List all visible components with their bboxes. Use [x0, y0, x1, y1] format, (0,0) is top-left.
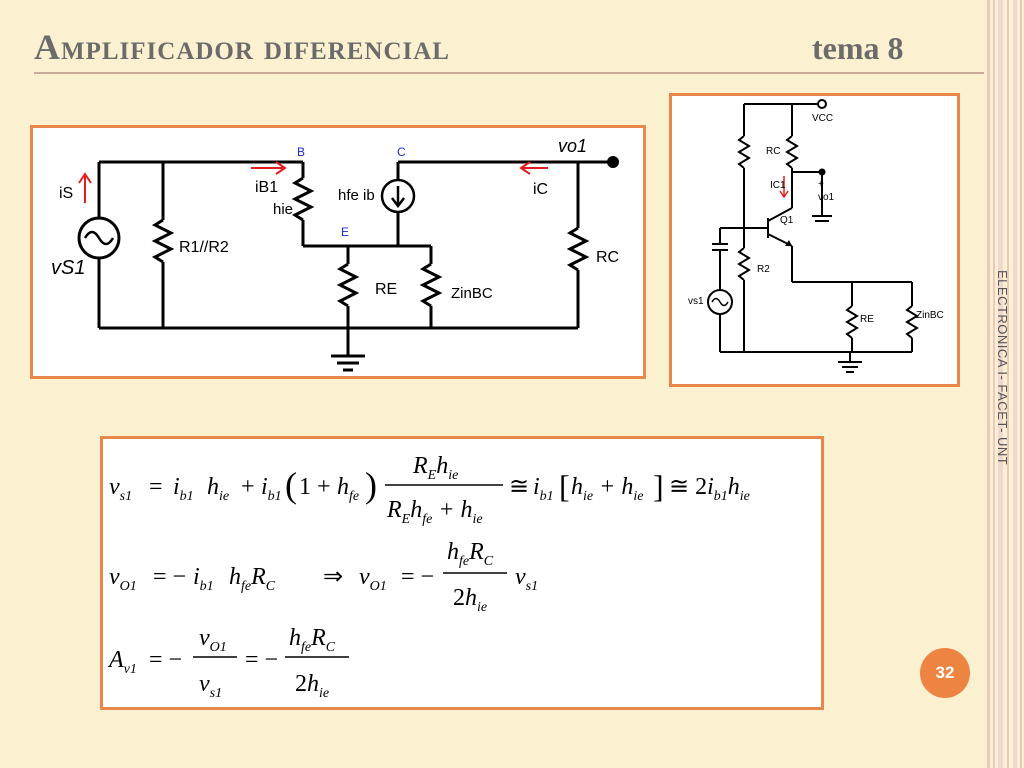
svg-text:hfe: hfe — [337, 474, 359, 504]
svg-text:2hie: 2hie — [453, 585, 487, 615]
full-circuit: VCC RC IC1 + vo1 Q1 R2 vs1 RE ZinBC — [688, 99, 944, 373]
node-e: E — [341, 225, 349, 239]
svg-text:vs1: vs1 — [109, 474, 132, 504]
svg-text:⇒: ⇒ — [323, 564, 343, 590]
svg-text:vO1: vO1 — [359, 564, 387, 594]
label-ic: iC — [533, 181, 548, 198]
svg-text:): ) — [365, 465, 377, 505]
svg-text:= −: = − — [149, 647, 182, 673]
equation-3: Av1 = − vO1 vs1 = − hfeRC 2hie — [107, 625, 349, 701]
svg-text:(: ( — [285, 465, 297, 505]
svg-text:REhie: REhie — [412, 453, 458, 483]
svg-text:hie: hie — [207, 474, 229, 504]
label-is: iS — [59, 185, 73, 202]
svg-text:ib1: ib1 — [533, 474, 554, 504]
label-hfe-ib: hfe ib — [338, 187, 375, 204]
svg-text:hfeRC: hfeRC — [229, 564, 276, 594]
small-signal-circuit: iS vS1 R1//R2 iB1 hie B C E hfe ib RE Zi… — [51, 136, 619, 372]
node-c: C — [397, 145, 406, 159]
svg-text:ib1: ib1 — [173, 474, 194, 504]
slide-title: Amplificador diferencial — [34, 27, 450, 67]
label-hie: hie — [273, 201, 293, 218]
title-divider — [34, 72, 984, 74]
svg-text:2hie: 2hie — [295, 671, 329, 701]
label-zinbc: ZinBC — [451, 285, 493, 302]
label-vs1-full: vs1 — [688, 296, 704, 307]
label-re-full: RE — [860, 314, 874, 325]
equations-box: vs1 = ib1 hie + ib1 (1 + hfe) RE hie / (… — [100, 436, 824, 710]
ground-icon — [331, 354, 365, 372]
svg-text:≅: ≅ — [509, 474, 529, 500]
equation-2: vO1 = − ib1 hfeRC ⇒ vO1 = − hfeRC 2hie v… — [109, 539, 538, 615]
decorative-stripes — [983, 0, 1024, 768]
svg-text:REhfe + hie: REhfe + hie — [386, 497, 483, 527]
label-r1r2: R1//R2 — [179, 239, 229, 256]
equations-render: vs1 = ib1 hie + ib1 ( 1 + hfe ) REhie RE… — [107, 453, 750, 701]
svg-text:ib1: ib1 — [261, 474, 282, 504]
svg-text:[: [ — [559, 468, 570, 504]
full-circuit-box: VCC RC IC1 + vo1 Q1 R2 vs1 RE ZinBC — [669, 93, 960, 387]
label-rc: RC — [596, 249, 619, 266]
page-number-badge: 32 — [920, 648, 970, 698]
slide-topic: tema 8 — [812, 30, 904, 66]
label-r2: R2 — [757, 264, 770, 275]
small-signal-circuit-box: iS vS1 R1//R2 iB1 hie B C E hfe ib RE Zi… — [30, 125, 646, 379]
current-arrows — [78, 161, 548, 203]
svg-text:vs1: vs1 — [199, 671, 222, 701]
label-vcc: VCC — [812, 113, 833, 124]
svg-text:+: + — [241, 474, 255, 500]
svg-text:hie + hie: hie + hie — [571, 474, 643, 504]
svg-text:vs1: vs1 — [515, 564, 538, 594]
label-q1: Q1 — [780, 215, 794, 226]
label-rc-full: RC — [766, 146, 780, 157]
label-zinbc-full: ZinBC — [916, 310, 944, 321]
svg-text:≅ 2ib1hie: ≅ 2ib1hie — [669, 474, 750, 504]
label-ib1: iB1 — [255, 179, 278, 196]
svg-text:hfeRC: hfeRC — [289, 625, 336, 655]
equation-1: vs1 = ib1 hie + ib1 ( 1 + hfe ) REhie RE… — [109, 453, 750, 527]
svg-text:]: ] — [653, 468, 664, 504]
svg-text:= −: = − — [245, 647, 278, 673]
node-b: B — [297, 145, 305, 159]
svg-text:vO1: vO1 — [199, 625, 227, 655]
label-vo1-full: vo1 — [818, 192, 835, 203]
svg-text:ib1: ib1 — [193, 564, 214, 594]
side-label: ELECTRONICA I- FACET- UNT — [995, 270, 1010, 466]
svg-text:vO1: vO1 — [109, 564, 137, 594]
label-vs1: vS1 — [51, 257, 85, 279]
output-node — [607, 156, 619, 168]
label-ic1: IC1 — [770, 180, 786, 191]
svg-text:hfeRC: hfeRC — [447, 539, 494, 569]
svg-text:=: = — [149, 474, 163, 500]
svg-text:= −: = − — [153, 564, 186, 590]
svg-text:Av1: Av1 — [107, 647, 137, 677]
label-re: RE — [375, 281, 397, 298]
svg-text:1 +: 1 + — [299, 474, 331, 500]
label-vo1: vo1 — [558, 136, 587, 156]
svg-text:= −: = − — [401, 564, 434, 590]
label-plus: + — [818, 179, 824, 190]
